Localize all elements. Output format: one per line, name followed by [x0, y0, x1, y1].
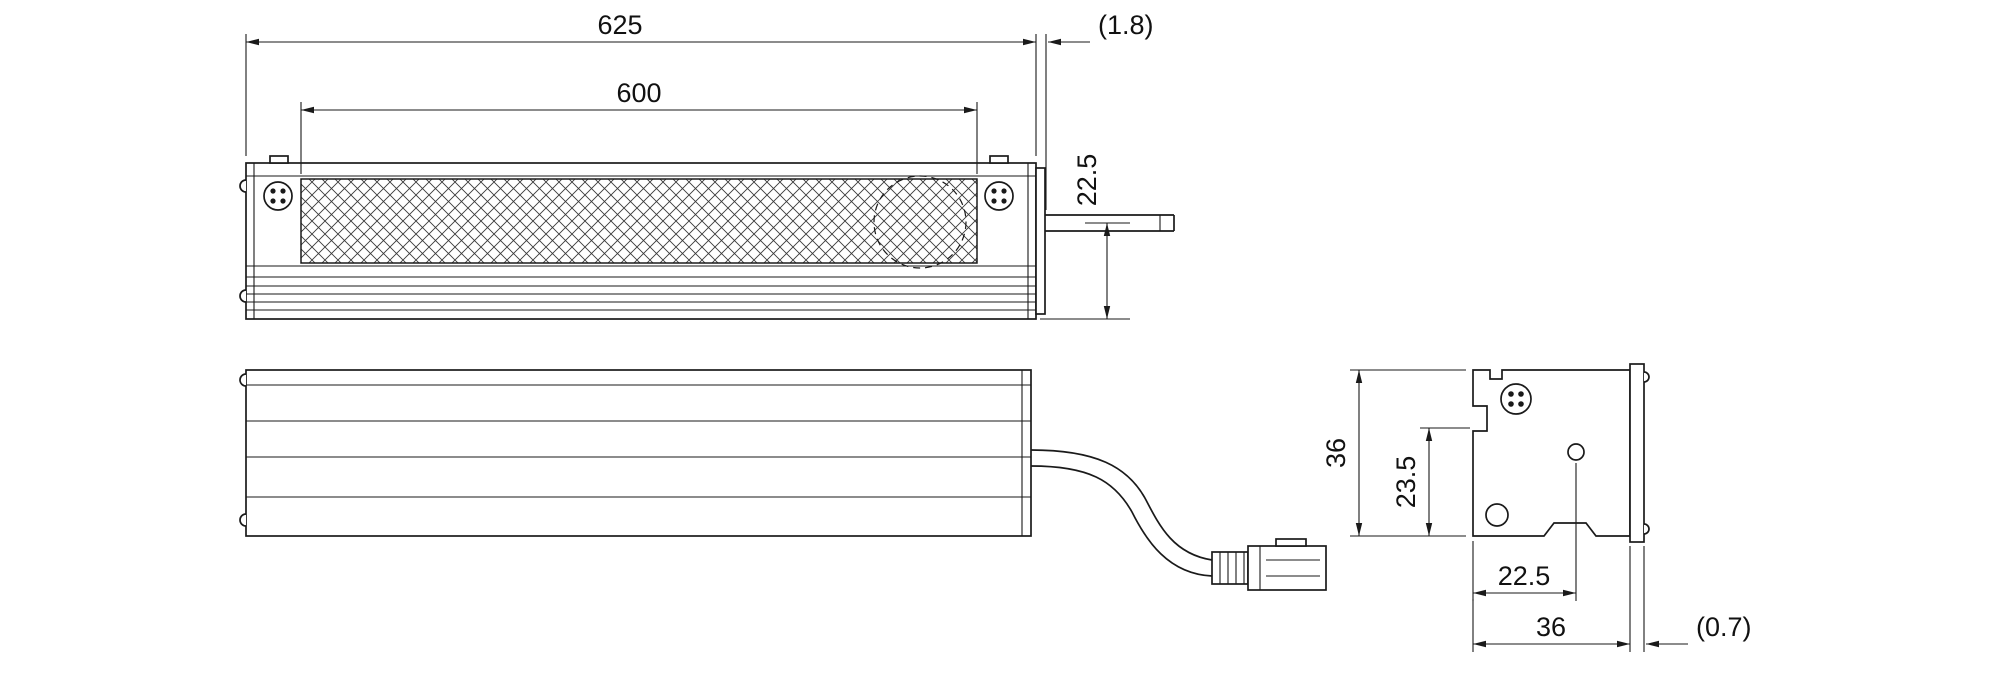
cable-connector: [1211, 538, 1327, 591]
bar-housing-bottom: [245, 369, 1032, 537]
screw-left-icon: [263, 181, 293, 211]
dim-body-height: 36: [1321, 369, 1466, 537]
lens-dashed-circle: [873, 175, 967, 269]
dim-cable-height: 22.5: [1040, 154, 1130, 320]
endview-inner-width-label: 22.5: [1498, 561, 1551, 591]
dim-body-width: 36: [1472, 546, 1631, 652]
flange-lug-bottom: [1643, 523, 1650, 535]
dim-window-length: 600: [300, 78, 978, 174]
front-view-drawing: 625 (1.8) 600 22.5: [239, 10, 1175, 320]
dim-endcap-label: (1.8): [1098, 10, 1154, 40]
endview-flange-label: (0.7): [1696, 612, 1752, 642]
connector-housing: [1247, 545, 1327, 591]
screw-right-icon: [984, 181, 1014, 211]
dim-overall-length-label: 625: [597, 10, 642, 40]
mounting-flange: [1629, 363, 1645, 543]
dim-inner-height: 23.5: [1391, 427, 1470, 536]
dim-endcap: (1.8): [1045, 10, 1154, 210]
cable-bottom: [1030, 449, 1213, 577]
bottom-view-drawing: [239, 369, 1327, 591]
endview-height-label: 36: [1321, 438, 1351, 468]
mount-lug-bottom-bottom: [239, 513, 247, 527]
screw-head-bump-right: [989, 155, 1009, 164]
dim-overall-length: 625: [245, 10, 1037, 156]
screw-head-bump-left: [269, 155, 289, 164]
corner-hole: [1485, 503, 1509, 527]
end-plate: [1035, 167, 1046, 315]
diffuser-window: [300, 178, 978, 264]
endview-inner-height-label: 23.5: [1391, 456, 1421, 509]
dim-cable-height-label: 22.5: [1072, 154, 1102, 207]
connector-latch: [1275, 538, 1307, 547]
flange-lug-top: [1643, 371, 1650, 383]
dim-inner-width: 22.5: [1472, 463, 1577, 601]
dim-window-length-label: 600: [616, 78, 661, 108]
center-hole: [1567, 443, 1585, 461]
mount-lug-bottom-top: [239, 373, 247, 387]
endview-width-label: 36: [1536, 612, 1566, 642]
end-view-screw-icon: [1500, 383, 1532, 415]
mount-lug-front-top: [239, 179, 247, 193]
dim-flange: (0.7): [1643, 546, 1752, 652]
mount-lug-front-bottom: [239, 289, 247, 303]
end-view-drawing: 36 23.5 22.5 36 (0.7): [1321, 363, 1752, 652]
